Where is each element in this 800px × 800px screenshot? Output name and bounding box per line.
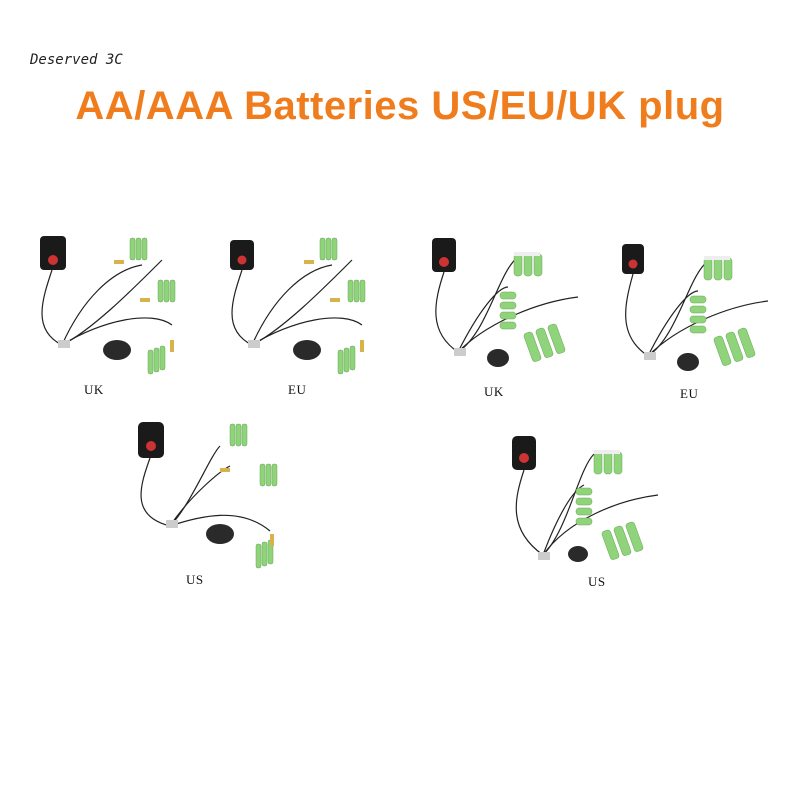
headline: AA/AAA Batteries US/EU/UK plug <box>75 84 725 128</box>
us-plug-icon <box>138 422 278 569</box>
plug-type-label: US <box>186 572 204 587</box>
plug-type-label: UK <box>484 384 504 399</box>
eu-plug-icon <box>622 244 769 371</box>
plug-type-label: EU <box>680 386 699 401</box>
plug-type-label: US <box>588 574 606 589</box>
product-image-eu-aa: EU <box>608 236 778 401</box>
product-image-us-aaa: US <box>120 416 290 587</box>
store-watermark: Deserved 3C <box>30 52 123 68</box>
product-image-uk-aaa: UK <box>22 230 192 397</box>
product-image-eu-aaa: EU <box>212 230 382 397</box>
plug-type-label: EU <box>288 382 307 397</box>
uk-plug-icon <box>40 236 176 375</box>
us-plug-icon <box>512 436 659 562</box>
product-image-uk-aa: UK <box>418 232 588 399</box>
product-image-us-aa: US <box>498 430 668 590</box>
plug-type-label: UK <box>84 382 104 397</box>
eu-plug-icon <box>230 237 366 375</box>
uk-plug-icon <box>432 238 579 367</box>
